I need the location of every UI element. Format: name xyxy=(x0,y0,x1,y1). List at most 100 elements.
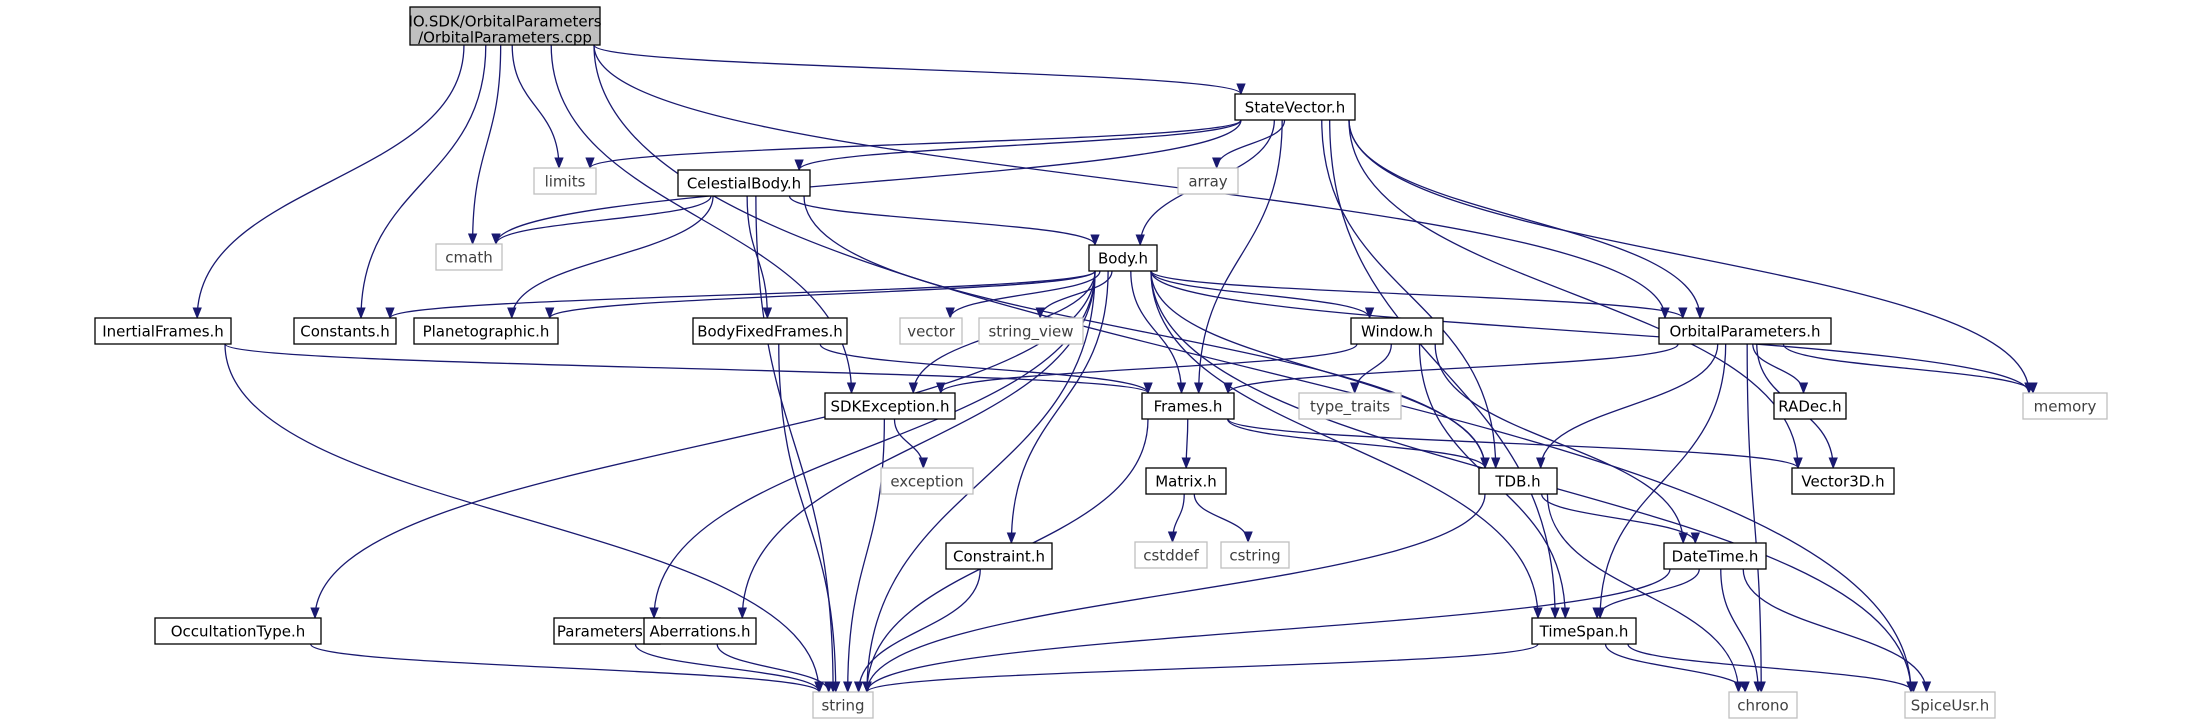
node-label-memory: memory xyxy=(2034,398,2097,416)
edge-aberrations-to-string xyxy=(716,643,834,694)
node-label-window: Window.h xyxy=(1361,323,1433,341)
edge-bodyfixedframes-to-frames xyxy=(819,343,1153,395)
node-string: string xyxy=(812,691,874,719)
node-box-aberrations xyxy=(643,617,757,645)
node-label-datetime: DateTime.h xyxy=(1672,548,1759,566)
node-spiceusr: SpiceUsr.h xyxy=(1904,691,1996,719)
edge-statevector-to-memory xyxy=(1348,119,2034,395)
node-inertialframes: InertialFrames.h xyxy=(94,317,232,345)
node-box-string_view xyxy=(978,317,1084,345)
edge-occultationtype-to-string xyxy=(309,643,824,694)
node-box-constraint xyxy=(945,542,1053,570)
edge-tdb-to-chrono xyxy=(1546,493,1744,694)
edge-datetime-to-string xyxy=(862,568,1671,694)
node-datetime: DateTime.h xyxy=(1663,542,1767,570)
node-label-chrono: chrono xyxy=(1737,697,1788,715)
node-box-vector xyxy=(899,317,963,345)
node-box-chrono xyxy=(1728,691,1798,719)
edge-body-to-string xyxy=(862,270,1096,694)
node-cmath: cmath xyxy=(435,243,503,271)
edge-window-to-datetime xyxy=(1434,343,1688,545)
edge-sdkexception-to-string xyxy=(843,418,886,694)
edge-tdb-to-string xyxy=(862,493,1486,694)
node-cstddef: cstddef xyxy=(1134,541,1208,569)
node-box-inertialframes xyxy=(94,317,232,345)
node-label-constants: Constants.h xyxy=(300,323,390,341)
node-cstring: cstring xyxy=(1220,541,1290,569)
node-matrix: Matrix.h xyxy=(1145,467,1227,495)
edge-body-to-window xyxy=(1150,270,1375,320)
node-type_traits: type_traits xyxy=(1298,392,1402,420)
root-node-box xyxy=(409,6,601,46)
root-title-line-2: /OrbitalParameters.cpp xyxy=(418,29,592,47)
edge-root-to-limits xyxy=(511,44,564,170)
node-radec: RADec.h xyxy=(1773,392,1847,420)
edge-root-to-inertialframes xyxy=(192,44,465,320)
node-orbitalparameters: OrbitalParameters.h xyxy=(1658,317,1832,345)
edge-timespan-to-string xyxy=(862,643,1539,694)
node-label-sdkexception: SDKException.h xyxy=(830,398,949,416)
node-box-memory xyxy=(2022,392,2108,420)
edge-celestialbody-to-string xyxy=(755,195,838,694)
edge-root-to-constants xyxy=(356,44,487,320)
node-box-orbitalparameters xyxy=(1658,317,1832,345)
node-box-cstring xyxy=(1220,541,1290,569)
edge-body-to-constants xyxy=(385,270,1096,320)
edge-inertialframes-to-frames xyxy=(224,343,1153,395)
edge-statevector-to-cmath xyxy=(491,119,1242,246)
edge-matrix-to-cstring xyxy=(1193,493,1253,544)
edge-frames-to-vector3d xyxy=(1227,418,1803,470)
node-label-parameters: Parameters.h xyxy=(557,623,657,641)
edge-parameters-to-string xyxy=(634,643,824,694)
node-box-datetime xyxy=(1663,542,1767,570)
node-label-celestialbody: CelestialBody.h xyxy=(687,175,801,193)
node-timespan: TimeSpan.h xyxy=(1531,617,1637,645)
node-string_view: string_view xyxy=(978,317,1084,345)
edge-statevector-to-celestialbody xyxy=(794,119,1242,172)
node-vector3d: Vector3D.h xyxy=(1791,467,1895,495)
node-box-statevector xyxy=(1234,93,1356,121)
edge-datetime-to-timespan xyxy=(1592,568,1700,620)
node-aberrations: Aberrations.h xyxy=(643,617,757,645)
edge-window-to-type_traits xyxy=(1350,343,1393,395)
root-title-line-1: IO.SDK/OrbitalParameters xyxy=(408,13,601,31)
edge-celestialbody-to-body xyxy=(788,195,1100,247)
edge-orbitalparameters-to-tdb xyxy=(1536,343,1719,470)
edge-celestialbody-to-cmath xyxy=(491,195,712,246)
node-label-radec: RADec.h xyxy=(1778,398,1841,416)
node-label-frames: Frames.h xyxy=(1154,398,1223,416)
node-box-radec xyxy=(1773,392,1847,420)
node-label-bodyfixedframes: BodyFixedFrames.h xyxy=(697,323,843,341)
node-box-array xyxy=(1177,167,1239,195)
edge-orbitalparameters-to-chrono xyxy=(1746,343,1766,694)
node-label-timespan: TimeSpan.h xyxy=(1539,623,1629,641)
edge-body-to-timespan xyxy=(1150,270,1543,620)
edge-bodyfixedframes-to-string xyxy=(778,343,841,694)
node-box-exception xyxy=(880,467,974,495)
edge-body-to-string_view xyxy=(1035,270,1113,320)
node-sdkexception: SDKException.h xyxy=(824,392,956,420)
node-constraint: Constraint.h xyxy=(945,542,1053,570)
node-body: Body.h xyxy=(1088,244,1158,272)
edge-body-to-planetographic xyxy=(545,270,1096,320)
edge-orbitalparameters-to-radec xyxy=(1752,343,1809,395)
edge-body-to-orbitalparameters xyxy=(1150,270,1688,320)
node-label-array: array xyxy=(1188,173,1227,191)
node-vector: vector xyxy=(899,317,963,345)
node-statevector: StateVector.h xyxy=(1234,93,1356,121)
node-frames: Frames.h xyxy=(1141,392,1235,420)
edge-celestialbody-to-planetographic xyxy=(507,195,714,320)
node-exception: exception xyxy=(880,467,974,495)
node-label-aberrations: Aberrations.h xyxy=(649,623,750,641)
node-box-cstddef xyxy=(1134,541,1208,569)
node-label-constraint: Constraint.h xyxy=(953,548,1045,566)
node-box-bodyfixedframes xyxy=(692,317,848,345)
node-label-body: Body.h xyxy=(1098,250,1148,268)
node-box-type_traits xyxy=(1298,392,1402,420)
node-box-string xyxy=(812,691,874,719)
node-box-vector3d xyxy=(1791,467,1895,495)
edge-sdkexception-to-exception xyxy=(893,418,928,470)
edge-statevector-to-frames xyxy=(1194,119,1283,395)
node-label-inertialframes: InertialFrames.h xyxy=(102,323,224,341)
